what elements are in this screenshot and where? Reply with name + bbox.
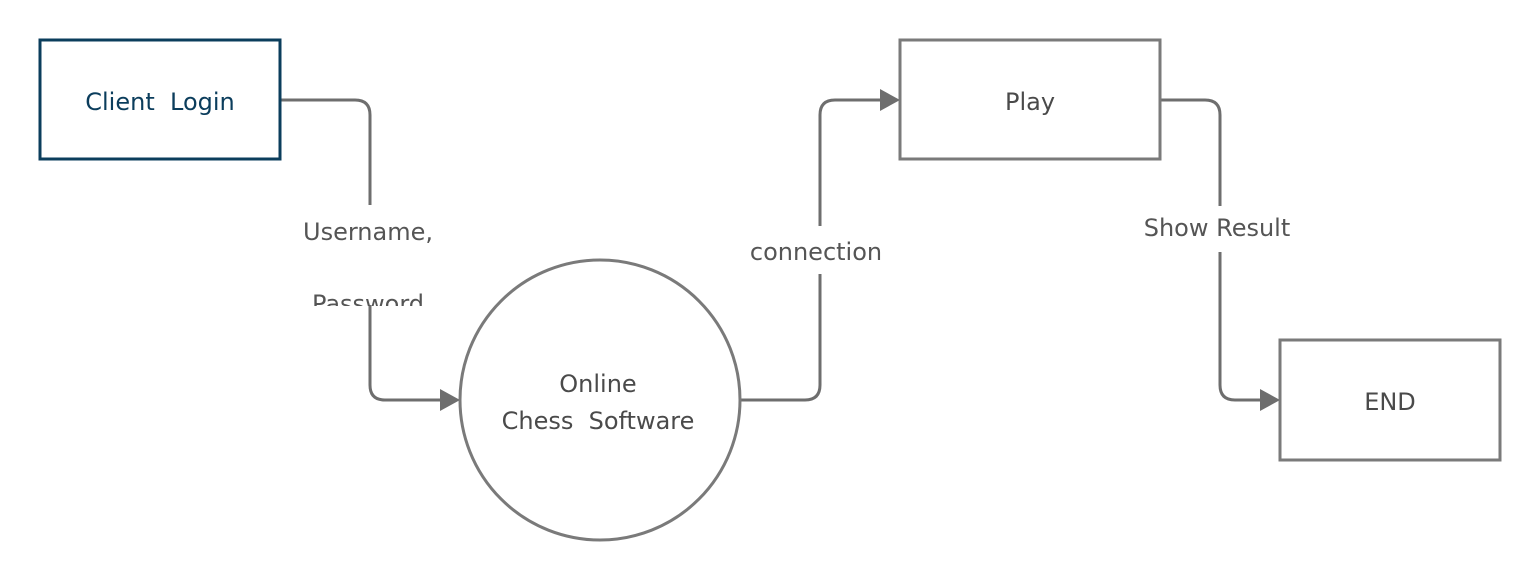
node-online-chess-software-label-line2: Chess Software bbox=[502, 407, 695, 435]
edge-connection-label-bg bbox=[745, 226, 895, 274]
edge-credentials-arrowhead bbox=[440, 389, 460, 411]
edge-show-result bbox=[1161, 98, 1280, 411]
node-end-box[interactable] bbox=[1278, 338, 1502, 462]
edge-show-result-label-bg bbox=[1138, 206, 1298, 252]
node-end[interactable]: END bbox=[1278, 338, 1502, 462]
node-client-login-box[interactable] bbox=[38, 38, 282, 161]
edge-show-result-label-text: Show Result bbox=[1144, 214, 1291, 242]
edge-credentials-label-bg bbox=[295, 205, 445, 305]
edge-connection-label-text: connection bbox=[750, 238, 882, 266]
node-play[interactable]: Play bbox=[898, 38, 1162, 161]
node-client-login[interactable]: Client Login bbox=[38, 38, 282, 161]
edge-show-result-arrowhead bbox=[1260, 389, 1280, 411]
edge-show-result-label: Show Result bbox=[1138, 206, 1298, 252]
node-online-chess-software-circle[interactable] bbox=[458, 258, 742, 542]
node-client-login-label: Client Login bbox=[85, 88, 234, 116]
edge-credentials-label-line1: Username, bbox=[303, 218, 433, 246]
node-online-chess-software[interactable]: Online Chess Software bbox=[458, 258, 742, 542]
node-play-box[interactable] bbox=[898, 38, 1162, 161]
edge-connection-arrowhead bbox=[880, 89, 900, 111]
edge-credentials-label: Username, Password bbox=[295, 205, 445, 318]
node-end-label: END bbox=[1364, 388, 1416, 416]
node-play-label: Play bbox=[1005, 88, 1055, 116]
edge-credentials-label-line2: Password bbox=[312, 290, 424, 318]
edge-connection-label: connection bbox=[745, 226, 895, 274]
node-online-chess-software-label-line1: Online bbox=[559, 370, 636, 398]
